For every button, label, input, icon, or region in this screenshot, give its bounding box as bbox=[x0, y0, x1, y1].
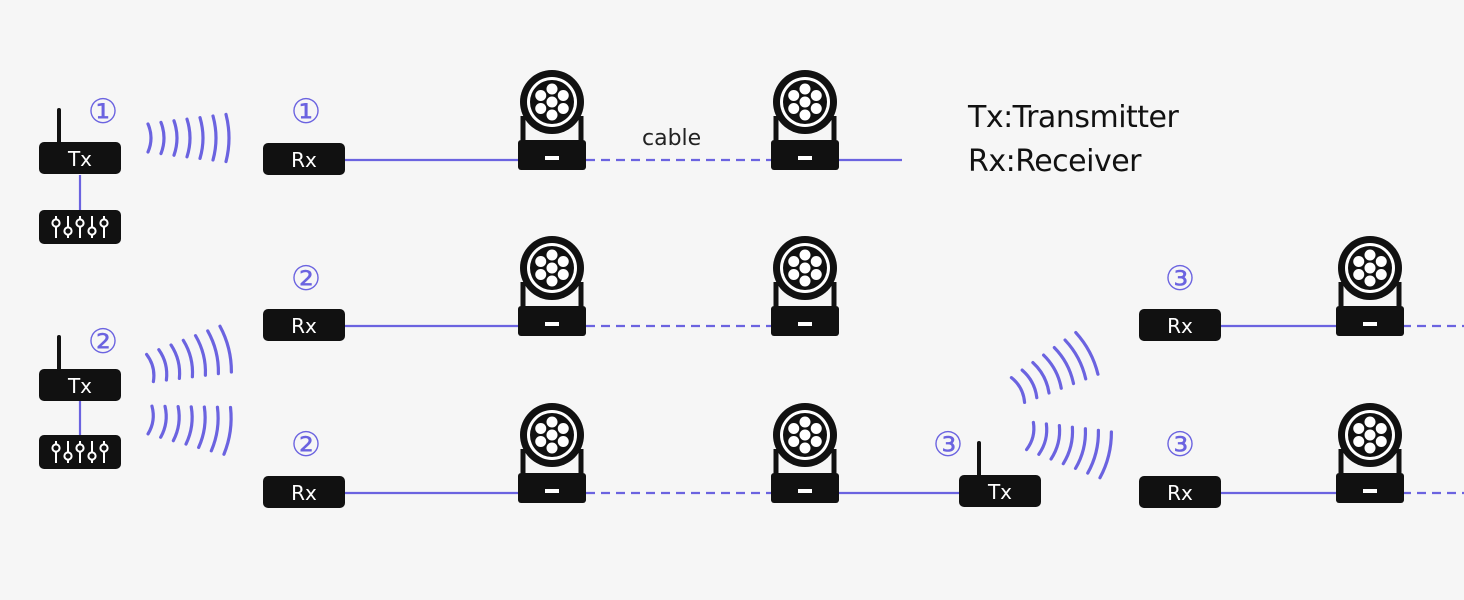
legend-tx: Tx:Transmitter bbox=[968, 100, 1179, 135]
moving-head-2a bbox=[518, 236, 586, 336]
transmitter-3-label: Tx bbox=[987, 480, 1012, 504]
transmitter-1: Tx bbox=[39, 108, 121, 174]
channel-2-rx-badge-b: ② bbox=[291, 425, 321, 465]
receiver-2b-label: Rx bbox=[291, 481, 317, 505]
channel-2-rx-badge-a: ② bbox=[291, 259, 321, 299]
channel-2-tx-badge: ② bbox=[88, 322, 118, 362]
antenna-icon bbox=[57, 335, 61, 371]
moving-head-1b bbox=[771, 70, 839, 170]
dmx-controller-2 bbox=[39, 435, 121, 469]
receiver-3a-label: Rx bbox=[1167, 314, 1193, 338]
antenna-icon bbox=[57, 108, 61, 144]
channel-3-rx-badge-a: ③ bbox=[1165, 259, 1195, 299]
wireless-signal-1 bbox=[146, 112, 231, 164]
receiver-1-label: Rx bbox=[291, 148, 317, 172]
dmx-controller-1 bbox=[39, 210, 121, 244]
receiver-3a: Rx bbox=[1139, 309, 1221, 341]
moving-head-1a bbox=[518, 70, 586, 170]
channel-3-tx-badge: ③ bbox=[933, 425, 963, 465]
transmitter-3: Tx bbox=[959, 441, 1041, 507]
wireless-signal-3b bbox=[1025, 420, 1113, 480]
antenna-icon bbox=[977, 441, 981, 477]
moving-head-4b bbox=[1336, 403, 1404, 503]
moving-head-3a bbox=[518, 403, 586, 503]
receiver-2a: Rx bbox=[263, 309, 345, 341]
receiver-3b: Rx bbox=[1139, 476, 1221, 508]
receiver-2b: Rx bbox=[263, 476, 345, 508]
receiver-2a-label: Rx bbox=[291, 314, 317, 338]
legend: Tx:Transmitter Rx:Receiver bbox=[968, 96, 1179, 184]
channel-1-rx-badge: ① bbox=[291, 92, 321, 132]
transmitter-1-label: Tx bbox=[67, 147, 92, 171]
moving-head-3b bbox=[771, 403, 839, 503]
moving-head-4a bbox=[1336, 236, 1404, 336]
receiver-3b-label: Rx bbox=[1167, 481, 1193, 505]
wireless-signal-3a bbox=[1009, 330, 1100, 404]
wireless-signal-2b bbox=[146, 404, 233, 456]
wireless-signal-2a bbox=[145, 324, 233, 384]
moving-head-2b bbox=[771, 236, 839, 336]
transmitter-2: Tx bbox=[39, 335, 121, 401]
channel-1-tx-badge: ① bbox=[88, 92, 118, 132]
receiver-1: Rx bbox=[263, 143, 345, 175]
channel-3-rx-badge-b: ③ bbox=[1165, 425, 1195, 465]
cable-label: cable bbox=[642, 126, 702, 151]
legend-rx: Rx:Receiver bbox=[968, 144, 1142, 179]
transmitter-2-label: Tx bbox=[67, 374, 92, 398]
